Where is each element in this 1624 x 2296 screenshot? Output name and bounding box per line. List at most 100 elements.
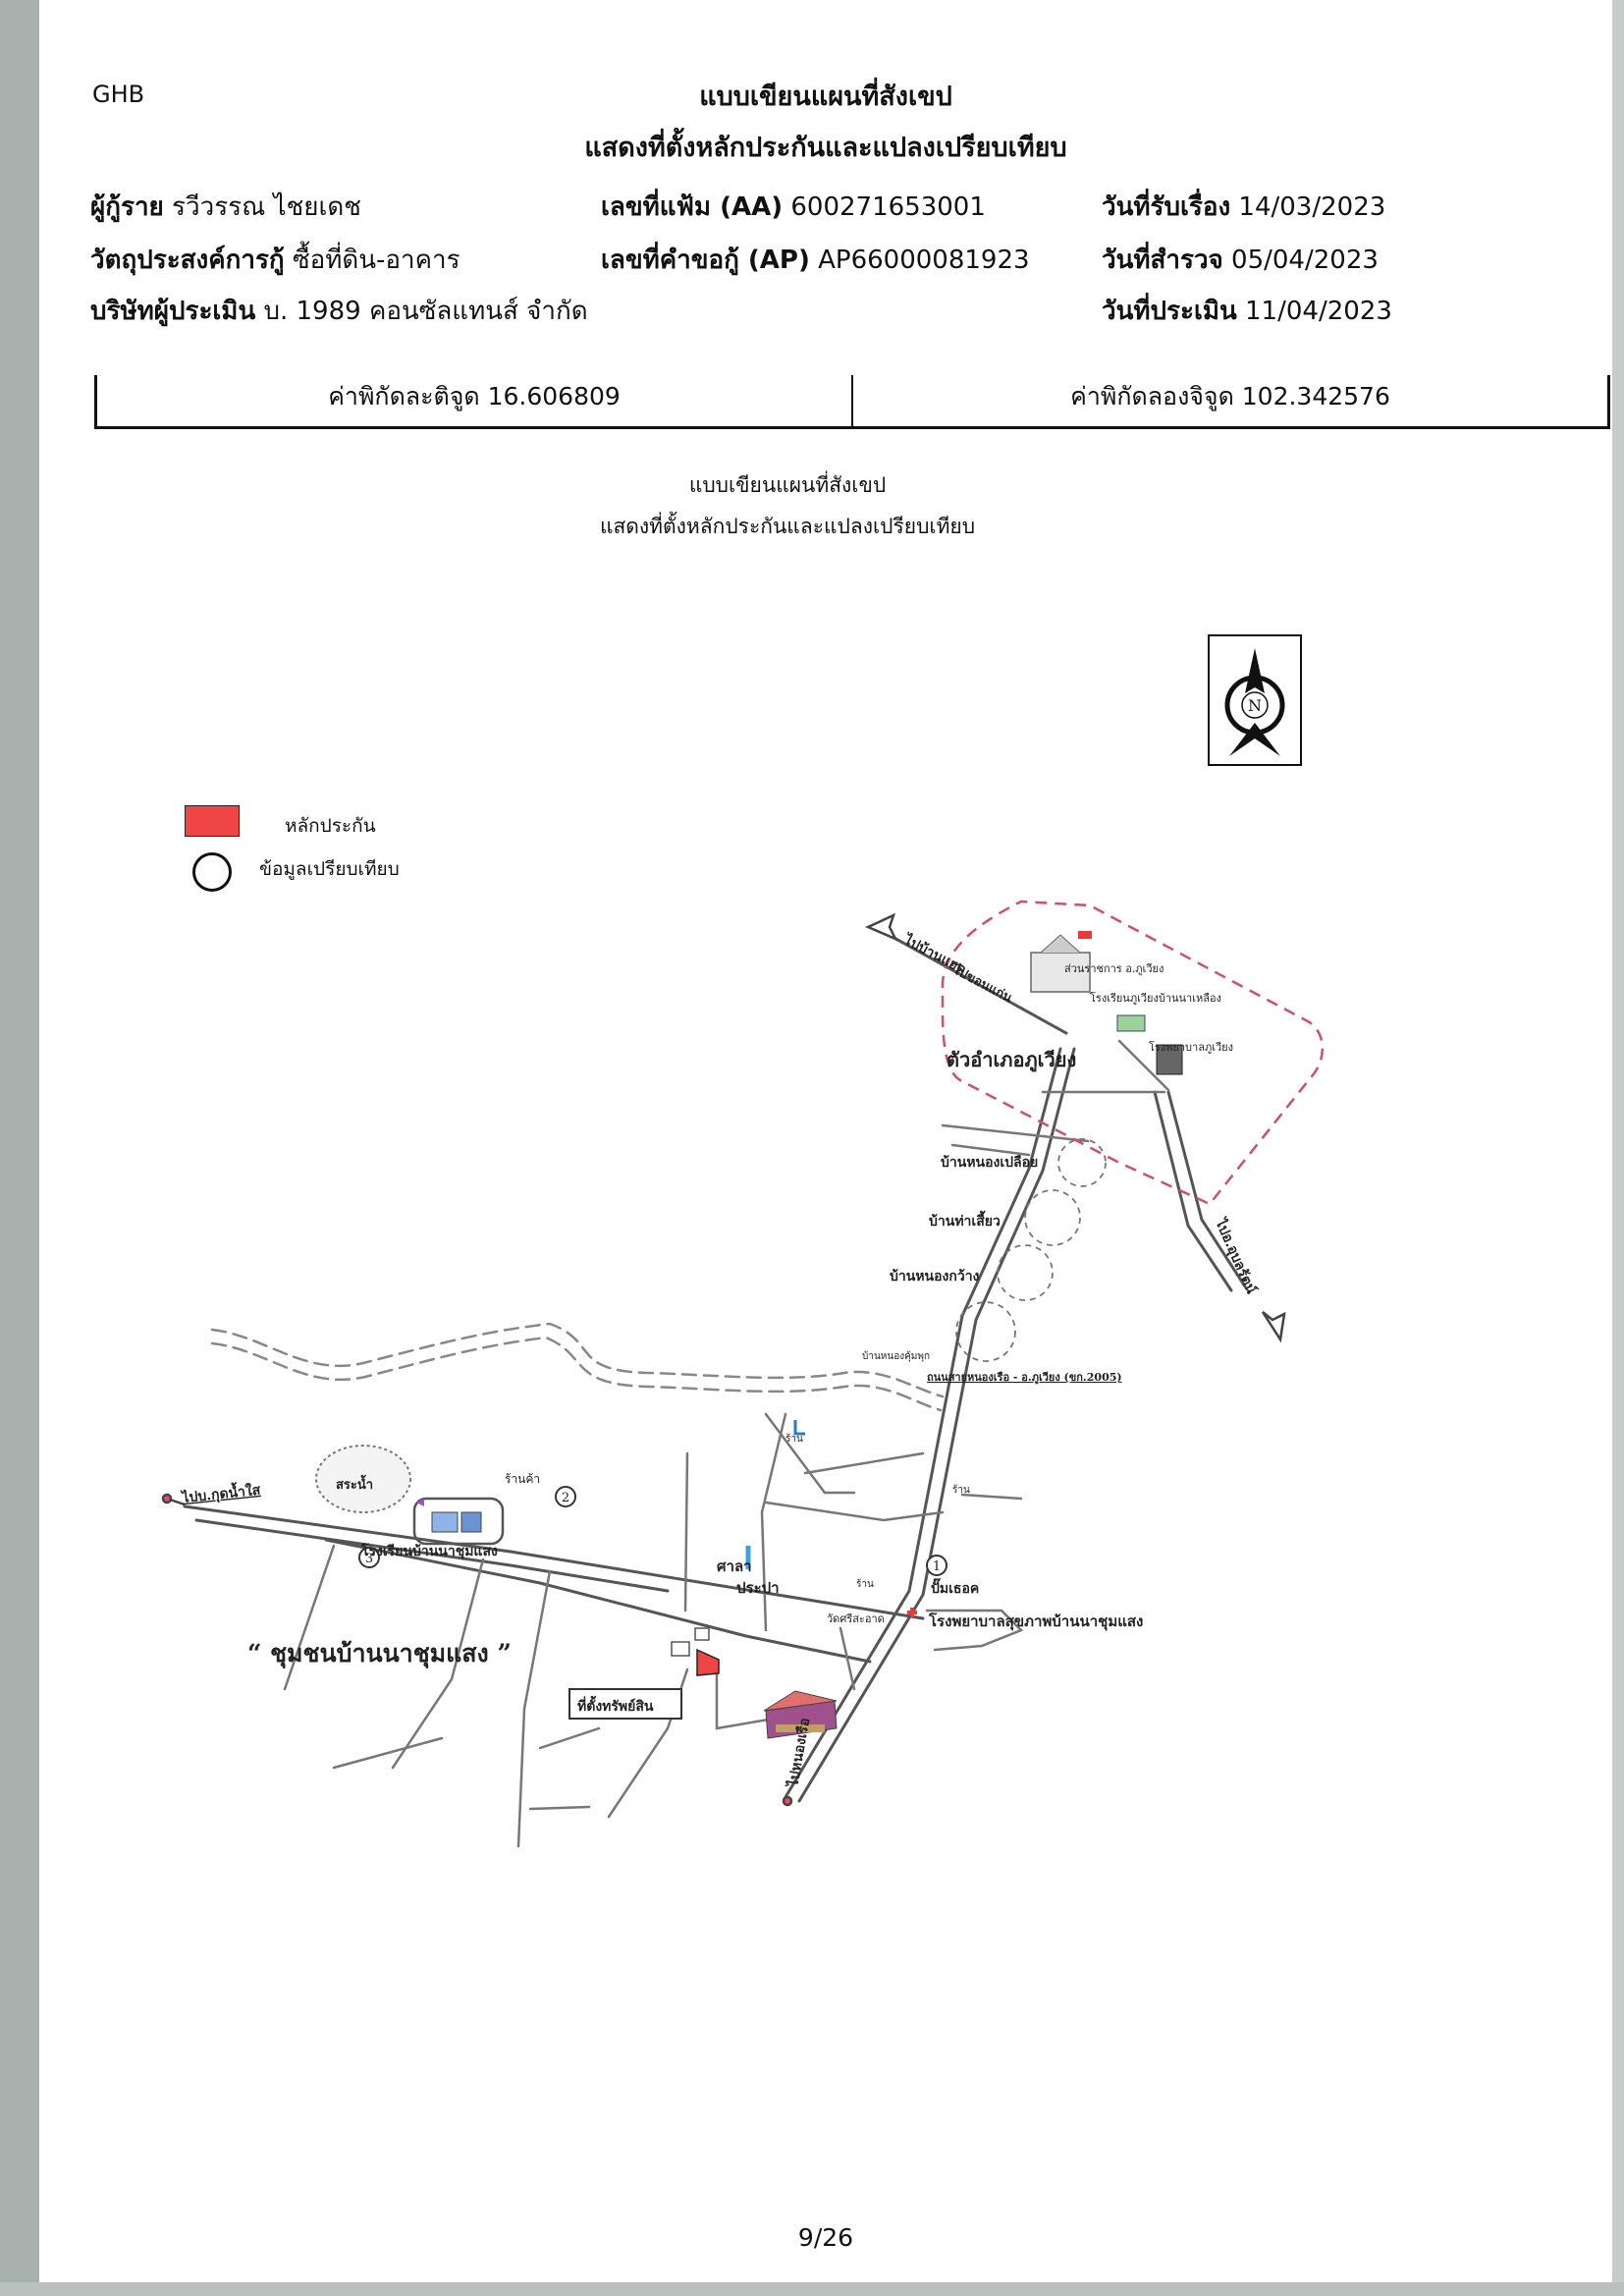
village-circle-4 (955, 1301, 1016, 1362)
legend-collateral-swatch (185, 805, 240, 837)
label-temple: วัดศรีสะอาด (827, 1613, 885, 1625)
label-property: ที่ตั้งทรัพย์สิน (577, 1695, 654, 1715)
comparison-house-icon (763, 1690, 838, 1739)
label-pond: สระน้ำ (336, 1474, 373, 1493)
road-to-ubolratana (1166, 1090, 1247, 1288)
marker-circle-1 (926, 1555, 947, 1576)
road-n (538, 1726, 601, 1750)
received-label: วันที่รับเรื่อง (1102, 192, 1231, 222)
village-circle-3 (997, 1244, 1054, 1301)
district-boundary (941, 900, 1325, 1206)
school-left-icon (412, 1497, 505, 1546)
village-circle-2 (1024, 1189, 1081, 1246)
road-i (960, 1493, 1023, 1501)
borrower-row: ผู้กู้ราย รวีวรรณ ไชยเดช (90, 187, 361, 227)
map-title: แบบเขียนแผนที่สังเขป (688, 473, 887, 497)
document-page: GHB แบบเขียนแผนที่สังเขป แสดงที่ตั้งหลัก… (39, 0, 1612, 2282)
label-shop: ร้านค้า (505, 1472, 540, 1486)
request-label: เลขที่คำขอกู้ (AP) (601, 246, 810, 275)
label-water-tank: ประปา (736, 1579, 780, 1597)
purpose-row: วัตถุประสงค์การกู้ ซื้อที่ดิน-อาคาร (90, 240, 460, 280)
label-school-top: โรงเรียนภูเวียงบ้านนาเหลือง (1090, 991, 1221, 1005)
label-pump: ปั๊มเธอค (931, 1577, 979, 1597)
scan-edge-bottom (0, 2282, 1624, 2296)
appraiser-row: บริษัทผู้ประเมิน บ. 1989 คอนซัลแทนส์ จำก… (90, 291, 588, 331)
legend-collateral-label: หลักประกัน (285, 815, 376, 837)
label-district-office: ส่วนราชการ อ.ภูเวียง (1064, 962, 1164, 975)
road-l (715, 1667, 787, 1730)
label-district-town: ตัวอำเภอภูเวียง (947, 1048, 1076, 1073)
appraise-label: วันที่ประเมิน (1102, 297, 1237, 326)
received-value: 14/03/2023 (1238, 192, 1386, 222)
map-subtitle: แสดงที่ตั้งหลักประกันและแปลงเปรียบเทียบ (599, 515, 976, 538)
file-value: 600271653001 (790, 192, 986, 222)
collateral-plot (696, 1648, 720, 1676)
file-label: เลขที่แฟ้ม (AA) (601, 192, 784, 222)
label-village-2: บ้านท่าเสี้ยว (929, 1210, 1001, 1230)
arrow-ubolratana (1261, 1311, 1286, 1343)
label-community: “ ชุมชนบ้านนาชุมแสง ” (247, 1639, 512, 1669)
received-row: วันที่รับเรื่อง 14/03/2023 (1102, 187, 1385, 227)
pond-shape (315, 1445, 411, 1513)
road-f (764, 1412, 856, 1495)
compass-icon: N (1208, 634, 1302, 766)
road-m (332, 1736, 444, 1770)
road-a (283, 1544, 336, 1691)
file-row: เลขที่แฟ้ม (AA) 600271653001 (601, 187, 986, 227)
arrow-nong-ruea-tip (782, 1795, 793, 1807)
arrow-ban-haet (864, 912, 898, 942)
marker-1: 1 (933, 1559, 941, 1574)
latitude-cell: ค่าพิกัดละติจูด 16.606809 (328, 382, 621, 410)
side-road-2 (950, 1143, 1031, 1157)
arrow-kut-rang-tip (161, 1493, 173, 1504)
village-road-south (324, 1538, 872, 1664)
marker-circle-2 (555, 1486, 576, 1507)
label-village-1: บ้านหนองเปลือย (941, 1155, 1038, 1171)
district-office-icon (1030, 931, 1183, 1075)
survey-value: 05/04/2023 (1231, 246, 1379, 275)
label-highway: ถนนสายหนองเรือ - อ.ภูเวียง (ขก.2005) (927, 1371, 1122, 1385)
appraise-value: 11/04/2023 (1245, 297, 1392, 326)
survey-row: วันที่สำรวจ 05/04/2023 (1102, 240, 1379, 280)
purpose-value: ซื้อที่ดิน-อาคาร (292, 246, 460, 275)
road-j (839, 1626, 856, 1691)
road-d (683, 1451, 689, 1613)
marker-circle-3 (358, 1547, 380, 1568)
label-misc-3: ร้าน (856, 1578, 874, 1590)
legend-comparison-label: ข้อมูลเปรียบเทียบ (259, 858, 400, 880)
property-label-box (568, 1688, 682, 1720)
survey-label: วันที่สำรวจ (1102, 246, 1223, 275)
village-road-north-edge (194, 1518, 670, 1593)
page-number: 9/26 (797, 2223, 854, 2252)
longitude-cell: ค่าพิกัดลองจิจูด 102.342576 (851, 375, 1607, 426)
label-school-left: โรงเรียนบ้านนาชุมแสง (360, 1542, 498, 1559)
document-subtitle: แสดงที่ตั้งหลักประกันและแปลงเปรียบเทียบ (584, 133, 1067, 163)
label-hospital-top: โรงพยาบาลภูเวียง (1149, 1040, 1233, 1054)
road-to-ubolratana-edge (1153, 1090, 1233, 1292)
road-e (760, 1412, 787, 1632)
legend-comparison-swatch (192, 852, 232, 892)
highway-left-edge (784, 1047, 1062, 1799)
label-hospital-bottom: โรงพยาบาลสุขภาพบ้านนาชุมแสง (928, 1612, 1143, 1631)
label-misc-2: ร้าน (952, 1484, 970, 1496)
village-road-north (183, 1504, 925, 1620)
label-village-3: บ้านหนองกว้าง (890, 1269, 980, 1285)
label-to-kut-rang: ไปบ.กุดน้ำใส (179, 1479, 261, 1507)
marker-2: 2 (562, 1491, 569, 1505)
side-road-1 (941, 1123, 1090, 1143)
road-p (925, 1609, 1024, 1652)
request-row: เลขที่คำขอกู้ (AP) AP66000081923 (601, 240, 1030, 280)
village-circle-1 (1057, 1138, 1107, 1187)
river-line-1 (210, 1322, 945, 1398)
compass-letter: N (1248, 696, 1262, 715)
marker-3: 3 (365, 1552, 373, 1566)
purpose-label: วัตถุประสงค์การกู้ (90, 246, 285, 275)
borrower-label: ผู้กู้ราย (90, 192, 164, 222)
document-title: แบบเขียนแผนที่สังเขป (699, 82, 952, 112)
district-road (1117, 1039, 1170, 1092)
scan-edge-left (0, 0, 39, 2296)
highway-right-edge (797, 1047, 1076, 1803)
road-o (528, 1805, 591, 1811)
appraiser-value: บ. 1989 คอนซัลแทนส์ จำกัด (263, 297, 588, 326)
label-village-4: บ้านหนองคุ้มพุก (862, 1350, 930, 1362)
